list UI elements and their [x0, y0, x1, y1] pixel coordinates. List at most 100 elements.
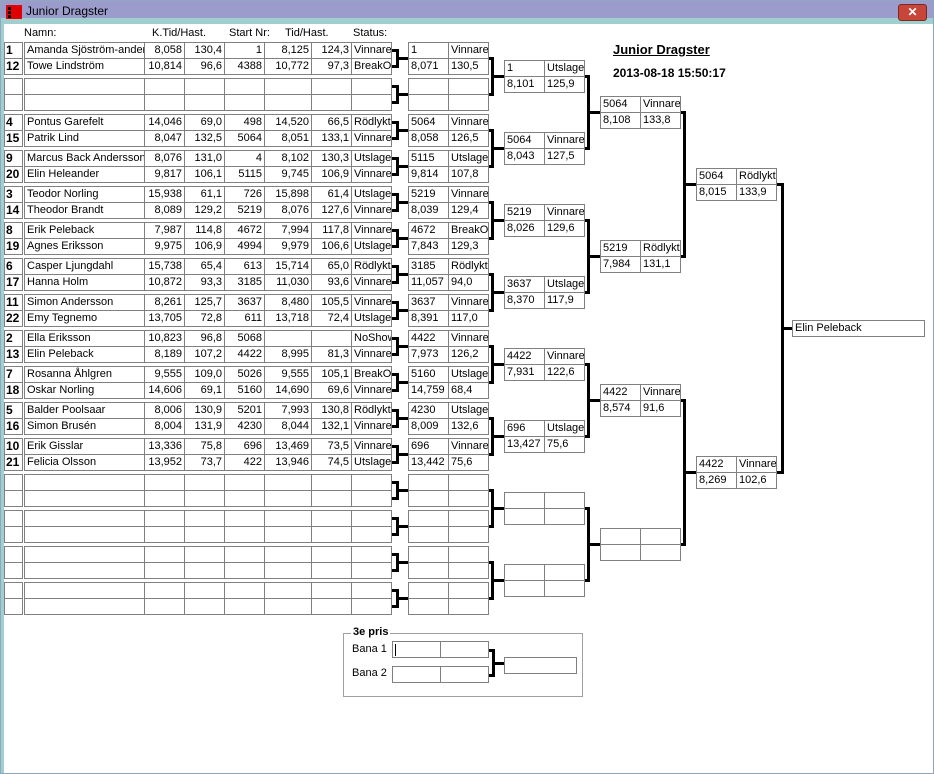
round2-speed[interactable]: 68,4: [448, 382, 489, 399]
round2-status[interactable]: BreakOut: [448, 222, 489, 239]
time-cell[interactable]: 9,979: [264, 238, 312, 255]
qual-speed-cell[interactable]: 106,1: [184, 166, 225, 183]
status-cell[interactable]: [351, 510, 392, 527]
round3-speed[interactable]: 75,6: [544, 436, 585, 453]
final-winner-field[interactable]: Elin Peleback: [792, 320, 925, 337]
qual-time-cell[interactable]: 10,823: [144, 330, 185, 347]
speed-cell[interactable]: 130,8: [311, 402, 352, 419]
status-cell[interactable]: [351, 490, 392, 507]
speed-cell[interactable]: 105,5: [311, 294, 352, 311]
round3-time[interactable]: 7,931: [504, 364, 545, 381]
round2-speed[interactable]: 94,0: [448, 274, 489, 291]
round3-status[interactable]: Vinnare: [544, 204, 585, 221]
start-number-cell[interactable]: [224, 582, 265, 599]
start-number-cell[interactable]: [224, 526, 265, 543]
speed-cell[interactable]: [311, 510, 352, 527]
time-cell[interactable]: 15,898: [264, 186, 312, 203]
status-cell[interactable]: Vinnare: [351, 42, 392, 59]
round2-time[interactable]: [408, 526, 449, 543]
time-cell[interactable]: 8,480: [264, 294, 312, 311]
status-cell[interactable]: BreakOut: [351, 366, 392, 383]
qual-speed-cell[interactable]: 93,3: [184, 274, 225, 291]
start-number-cell[interactable]: 4: [224, 150, 265, 167]
qual-speed-cell[interactable]: 96,6: [184, 58, 225, 75]
name-cell[interactable]: [24, 94, 145, 111]
round2-speed[interactable]: [448, 490, 489, 507]
name-cell[interactable]: Marcus Back Andersson: [24, 150, 145, 167]
name-cell[interactable]: Ella Eriksson: [24, 330, 145, 347]
qual-time-cell[interactable]: [144, 598, 185, 615]
speed-cell[interactable]: [311, 582, 352, 599]
time-cell[interactable]: [264, 526, 312, 543]
qual-time-cell[interactable]: 13,952: [144, 454, 185, 471]
round3-start-number[interactable]: [504, 492, 545, 509]
round2-start-number[interactable]: 4422: [408, 330, 449, 347]
qual-time-cell[interactable]: 15,738: [144, 258, 185, 275]
name-cell[interactable]: [24, 546, 145, 563]
start-number-cell[interactable]: 696: [224, 438, 265, 455]
qual-time-cell[interactable]: 8,047: [144, 130, 185, 147]
name-cell[interactable]: [24, 526, 145, 543]
qual-time-cell[interactable]: 10,814: [144, 58, 185, 75]
round3-start-number[interactable]: 3637: [504, 276, 545, 293]
round2-speed[interactable]: 129,4: [448, 202, 489, 219]
time-cell[interactable]: 14,690: [264, 382, 312, 399]
qual-speed-cell[interactable]: [184, 526, 225, 543]
qual-time-cell[interactable]: 8,189: [144, 346, 185, 363]
status-cell[interactable]: BreakOut: [351, 58, 392, 75]
name-cell[interactable]: Simon Andersson: [24, 294, 145, 311]
qual-speed-cell[interactable]: 65,4: [184, 258, 225, 275]
round2-speed[interactable]: [448, 562, 489, 579]
round2-time[interactable]: [408, 94, 449, 111]
start-number-cell[interactable]: [224, 490, 265, 507]
round2-start-number[interactable]: 5219: [408, 186, 449, 203]
qual-time-cell[interactable]: [144, 510, 185, 527]
qual-time-cell[interactable]: 8,089: [144, 202, 185, 219]
round2-speed[interactable]: 130,5: [448, 58, 489, 75]
qual-speed-cell[interactable]: [184, 546, 225, 563]
qual-speed-cell[interactable]: [184, 562, 225, 579]
round4-speed[interactable]: 133,8: [640, 112, 681, 129]
name-cell[interactable]: [24, 562, 145, 579]
round2-start-number[interactable]: [408, 582, 449, 599]
qual-speed-cell[interactable]: 129,2: [184, 202, 225, 219]
round2-speed[interactable]: 126,5: [448, 130, 489, 147]
time-cell[interactable]: [264, 598, 312, 615]
speed-cell[interactable]: [311, 526, 352, 543]
start-number-cell[interactable]: [224, 94, 265, 111]
round4-status[interactable]: Rödlykta: [640, 240, 681, 257]
round2-speed[interactable]: 132,6: [448, 418, 489, 435]
qual-time-cell[interactable]: 10,872: [144, 274, 185, 291]
round5-time[interactable]: 8,015: [696, 184, 737, 201]
qual-speed-cell[interactable]: [184, 490, 225, 507]
status-cell[interactable]: Vinnare: [351, 166, 392, 183]
round3-time[interactable]: 8,370: [504, 292, 545, 309]
round3-start-number[interactable]: 5219: [504, 204, 545, 221]
speed-cell[interactable]: [311, 330, 352, 347]
time-cell[interactable]: 10,772: [264, 58, 312, 75]
round5-speed[interactable]: 133,9: [736, 184, 777, 201]
qual-speed-cell[interactable]: 109,0: [184, 366, 225, 383]
round2-time[interactable]: 7,843: [408, 238, 449, 255]
round2-speed[interactable]: 117,0: [448, 310, 489, 327]
round5-status[interactable]: Vinnare: [736, 456, 777, 473]
round2-start-number[interactable]: 5064: [408, 114, 449, 131]
start-number-cell[interactable]: 5026: [224, 366, 265, 383]
qual-speed-cell[interactable]: [184, 510, 225, 527]
time-cell[interactable]: [264, 510, 312, 527]
qual-time-cell[interactable]: 8,004: [144, 418, 185, 435]
qual-speed-cell[interactable]: 61,1: [184, 186, 225, 203]
status-cell[interactable]: [351, 562, 392, 579]
round2-start-number[interactable]: [408, 510, 449, 527]
round2-time[interactable]: 13,442: [408, 454, 449, 471]
speed-cell[interactable]: 124,3: [311, 42, 352, 59]
speed-cell[interactable]: 117,8: [311, 222, 352, 239]
start-number-cell[interactable]: 611: [224, 310, 265, 327]
speed-cell[interactable]: [311, 546, 352, 563]
round3-status[interactable]: [544, 564, 585, 581]
start-number-cell[interactable]: 4388: [224, 58, 265, 75]
round4-time[interactable]: 8,108: [600, 112, 641, 129]
start-number-cell[interactable]: 4672: [224, 222, 265, 239]
round2-time[interactable]: 11,057: [408, 274, 449, 291]
time-cell[interactable]: [264, 546, 312, 563]
